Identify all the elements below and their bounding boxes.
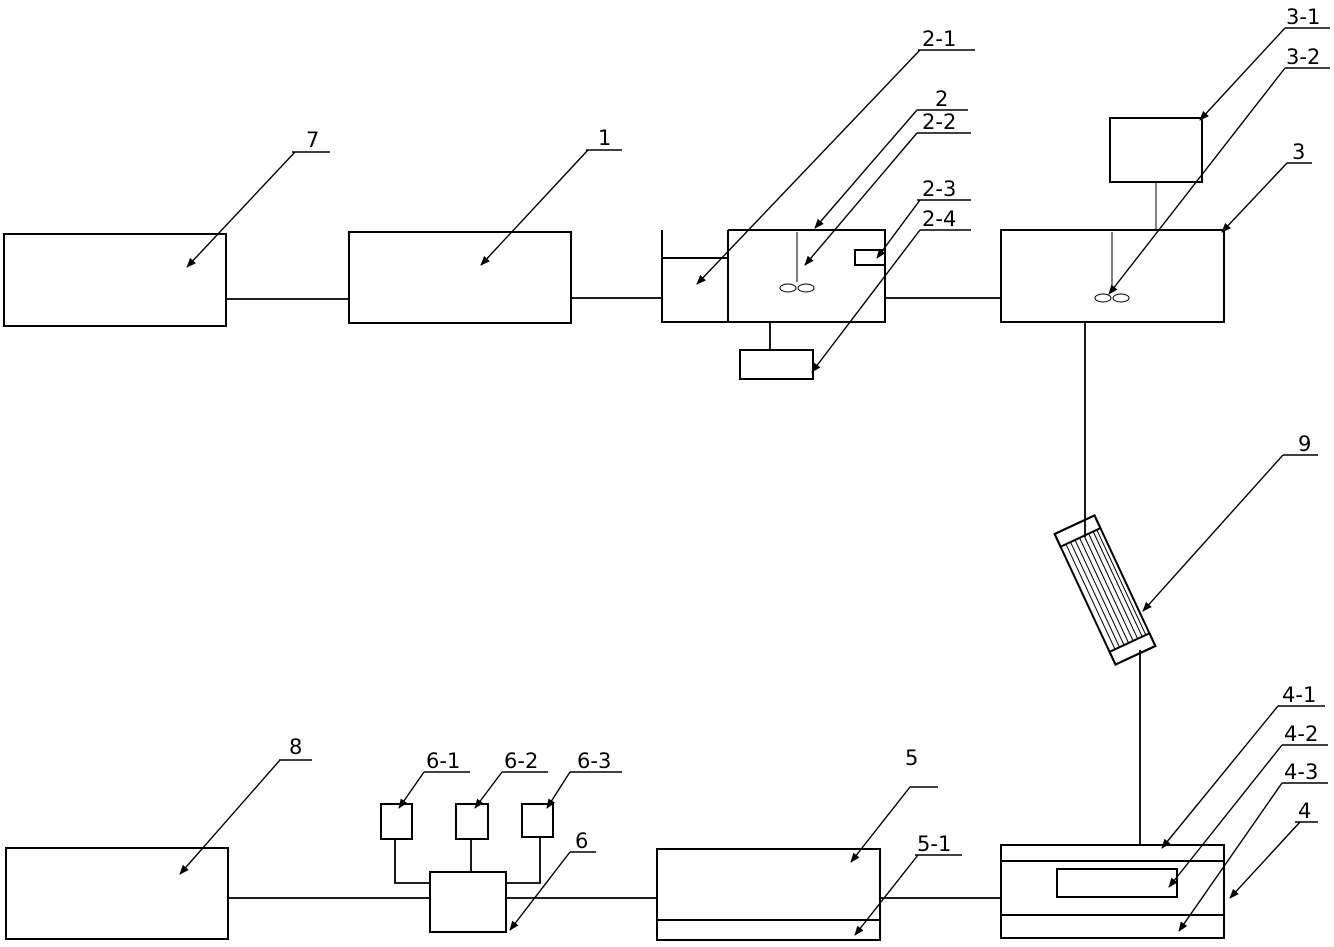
- label-4-3: 4-3: [1284, 760, 1318, 784]
- label-4-1: 4-1: [1282, 683, 1316, 707]
- unit-6: [380, 803, 554, 933]
- label-3-2: 3-2: [1286, 45, 1320, 69]
- display-4-2: [1056, 868, 1178, 898]
- label-5-1: 5-1: [917, 832, 951, 856]
- label-2-3: 2-3: [922, 177, 956, 201]
- label-3-1: 3-1: [1286, 5, 1320, 29]
- label-8: 8: [289, 735, 302, 759]
- unit-6-3: [521, 803, 554, 838]
- unit-3: [1000, 117, 1225, 323]
- unit-4: [1000, 844, 1225, 939]
- label-2-2: 2-2: [922, 110, 956, 134]
- unit-8: [5, 847, 229, 940]
- label-6-3: 6-3: [577, 749, 611, 773]
- unit-7: [3, 233, 227, 327]
- label-2-1: 2-1: [922, 27, 956, 51]
- stirrer-3-2: [1094, 232, 1130, 303]
- label-6-2: 6-2: [504, 749, 538, 773]
- label-4-2: 4-2: [1284, 722, 1318, 746]
- label-6-1: 6-1: [426, 749, 460, 773]
- label-5: 5: [905, 746, 918, 770]
- label-1: 1: [598, 126, 611, 150]
- filter-9: [1053, 514, 1157, 666]
- stirrer-2-2: [779, 232, 815, 293]
- label-2: 2: [935, 87, 948, 111]
- label-4: 4: [1298, 799, 1311, 823]
- label-3: 3: [1292, 140, 1305, 164]
- label-9: 9: [1298, 432, 1311, 456]
- unit-2: [661, 229, 886, 380]
- unit-6-2: [455, 803, 489, 840]
- label-underlines: [279, 27, 1330, 856]
- base-2-4: [739, 349, 814, 380]
- leader-lines: [179, 27, 1301, 936]
- unit-5: [656, 848, 881, 941]
- label-6: 6: [575, 829, 588, 853]
- unit-1: [348, 231, 572, 324]
- label-7: 7: [306, 128, 319, 152]
- label-2-4: 2-4: [922, 207, 956, 231]
- unit-6-1: [380, 803, 413, 840]
- unit-3-1: [1109, 117, 1203, 183]
